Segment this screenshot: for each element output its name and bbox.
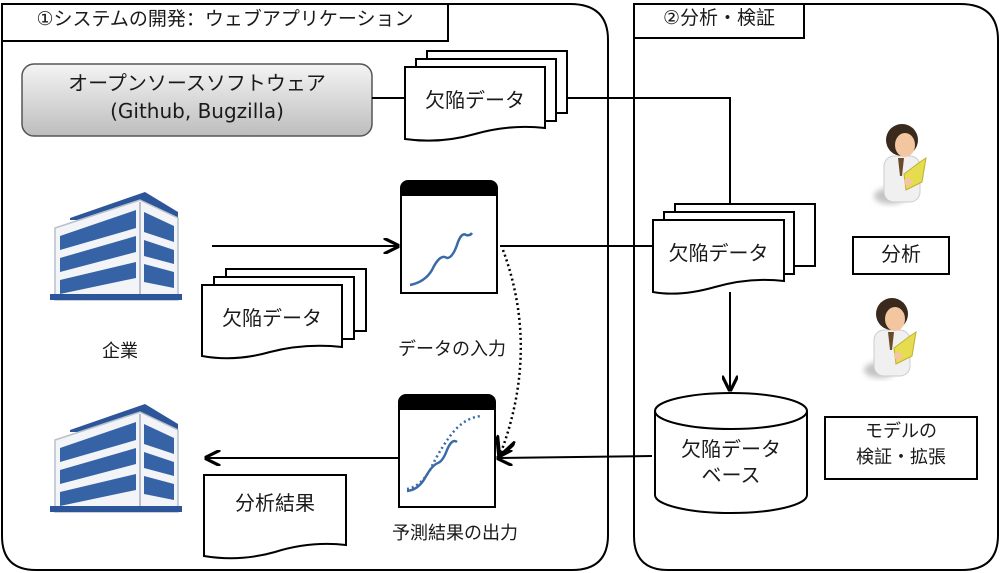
defect-data-oss-label: 欠陥データ (425, 88, 525, 112)
oss-box (21, 63, 373, 137)
analysis-result-doc (203, 474, 347, 560)
defect-data-company-label: 欠陥データ (222, 306, 322, 330)
defect-data-analysis-label: 欠陥データ (668, 241, 769, 265)
model-verify-line1: モデルの (865, 421, 937, 442)
company-label: 企業 (102, 341, 138, 362)
defect-database (654, 392, 808, 514)
prediction-output-label: 予測結果の出力 (392, 523, 518, 544)
analyst-person-icon-2 (864, 298, 917, 378)
oss-label-line1: オープンソースソフトウェア (68, 71, 326, 95)
defect-data-doc-oss (404, 50, 568, 142)
development-section-title: ①システムの開発：ウェブアプリケーション (36, 8, 414, 30)
model-verify-box (824, 416, 978, 480)
office-building-icon (50, 192, 182, 301)
analysis-title-box (633, 3, 805, 39)
chart-line-actual (406, 439, 458, 493)
analyst-person-icon (874, 124, 927, 204)
oss-label-line2: (Github, Bugzilla) (110, 99, 284, 123)
chart-window-output (398, 394, 496, 508)
chart-line-predicted (406, 414, 483, 491)
defect-data-doc-analysis (652, 203, 816, 295)
chart-window-input (400, 180, 498, 294)
analysis-result-label: 分析結果 (235, 491, 315, 515)
defect-db-line2: ベース (701, 463, 761, 487)
defect-data-doc-company (201, 268, 367, 360)
model-verify-line2: 検証・拡張 (856, 447, 946, 468)
analyze-box (852, 236, 950, 275)
connector-lines (206, 97, 730, 458)
chart-line-input (409, 232, 474, 287)
analyze-label: 分析 (881, 242, 921, 266)
analysis-section-title: ②分析・検証 (662, 7, 776, 29)
data-input-label: データの入力 (398, 339, 506, 360)
development-title-box (1, 3, 449, 42)
office-building-icon-result (50, 404, 182, 513)
defect-db-line1: 欠陥データ (681, 437, 781, 461)
